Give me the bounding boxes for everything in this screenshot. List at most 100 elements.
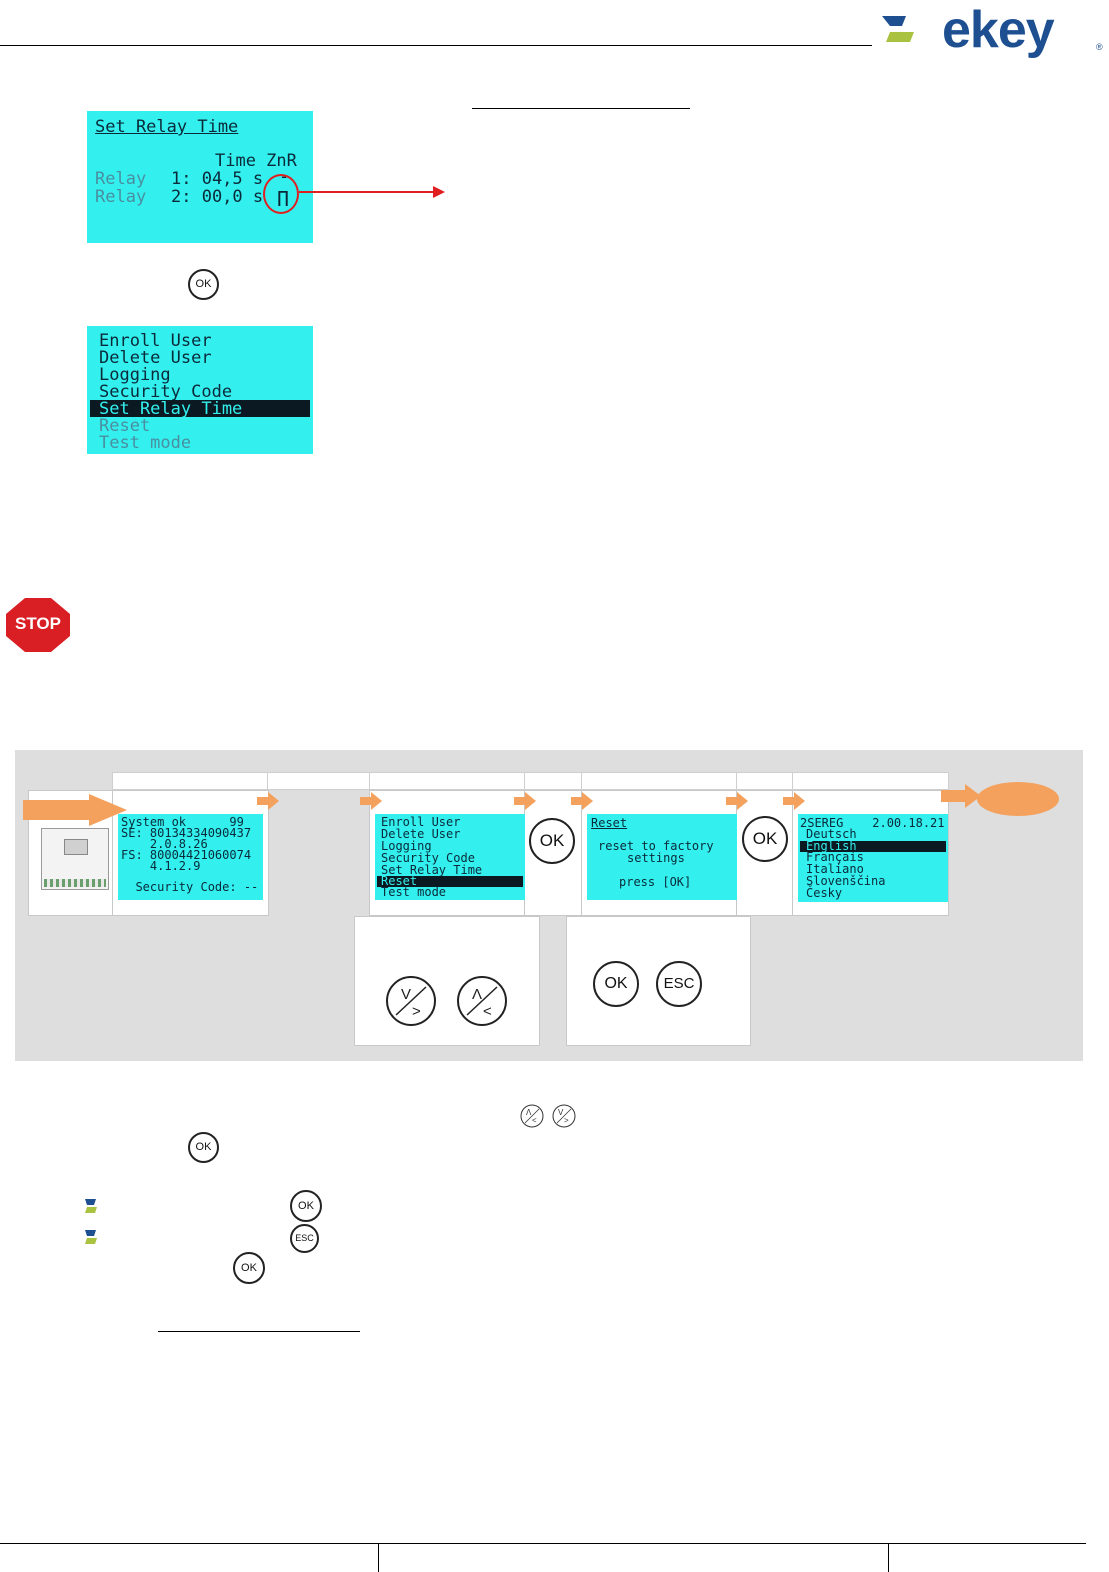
bullet-ekey-icon xyxy=(84,1198,98,1219)
language-item-cesky: Česky xyxy=(806,886,843,900)
lower-ok-key-icon: OK xyxy=(593,961,639,1007)
lcd-relay-title: Set Relay Time xyxy=(95,117,239,137)
bullet-ok-key-2-label: OK xyxy=(241,1262,257,1274)
flow-header-divider xyxy=(792,772,793,790)
language-item-francais: Français xyxy=(806,850,864,864)
flow-menu-item-delete-user: Delete User xyxy=(381,827,461,841)
stop-sign-icon: STOP xyxy=(0,592,76,658)
language-item-english: English xyxy=(806,839,857,853)
svg-text:Λ: Λ xyxy=(526,1108,532,1117)
footer-rule xyxy=(0,1543,1086,1544)
bullet-ok-key-label: OK xyxy=(298,1200,314,1212)
menu-item-set-relay-time-selected: Set Relay Time xyxy=(90,399,310,419)
flow-menu-item-logging: Logging xyxy=(381,839,432,853)
language-item-italiano: Italiano xyxy=(806,862,864,876)
lcd-relay-header: Time ZnR xyxy=(215,151,297,171)
flow-menu-item-enroll-user: Enroll User xyxy=(381,815,461,829)
flow-panel-nav-keys xyxy=(354,916,540,1046)
flow-header-divider xyxy=(267,772,268,790)
flow-menu-item-test-mode: Test mode xyxy=(381,885,447,899)
menu-item-set-relay-time: Set Relay Time xyxy=(99,399,243,419)
flow-end-arrow-icon xyxy=(941,784,981,813)
reset-line-3: press [OK] xyxy=(619,875,692,889)
reset-title: Reset xyxy=(591,816,628,830)
flow-header-divider xyxy=(736,772,737,790)
system-line-2: SE: 80134334090437 xyxy=(121,826,252,840)
device-display-icon xyxy=(64,839,88,855)
flow-arrow-icon xyxy=(257,792,279,815)
inline-ok-key-icon: OK xyxy=(188,1132,219,1163)
lcd-flow-menu: Enroll User Delete User Logging Security… xyxy=(375,814,525,900)
bullet-esc-key-icon: ESC xyxy=(290,1224,319,1253)
lcd-main-menu: Enroll User Delete User Logging Security… xyxy=(87,326,313,454)
menu-item-reset: Reset xyxy=(99,416,151,436)
header-rule xyxy=(0,45,872,46)
flow-header-divider xyxy=(369,772,370,790)
reset-flow-diagram: System ok 99 SE: 80134334090437 2.0.8.26… xyxy=(15,750,1083,1061)
language-header: 2SEREG 2.00.18.21 xyxy=(800,816,945,830)
inline-nav-down-key-icon: V> xyxy=(552,1104,576,1133)
ekey-registered-mark: ® xyxy=(1096,42,1103,52)
svg-text:<: < xyxy=(532,1116,537,1125)
system-line-3: 2.0.8.26 xyxy=(121,837,208,851)
menu-item-enroll-user: Enroll User xyxy=(99,331,212,351)
flow-menu-item-reset-selected: Reset xyxy=(377,874,523,888)
system-line-4: FS: 80004421060074 xyxy=(121,848,252,862)
flow-header-divider xyxy=(581,772,582,790)
lower-esc-key-label: ESC xyxy=(663,975,695,992)
link-underline-bottom xyxy=(158,1331,360,1332)
lower-ok-key-label: OK xyxy=(604,975,628,992)
menu-item-logging: Logging xyxy=(99,365,171,385)
language-item-english-selected: English xyxy=(800,839,946,853)
ok-key-icon: OK xyxy=(188,269,219,300)
flow-arrow-icon xyxy=(514,792,536,815)
link-underline-top xyxy=(472,108,690,109)
footer-divider xyxy=(378,1543,379,1572)
menu-item-security-code: Security Code xyxy=(99,382,233,402)
svg-text:V: V xyxy=(558,1108,564,1117)
lower-esc-key-icon: ESC xyxy=(656,961,702,1007)
system-line-1: System ok 99 xyxy=(121,815,244,829)
flow-arrow-icon xyxy=(726,792,748,815)
bullet-ok-key-icon: OK xyxy=(290,1190,322,1222)
lcd-reset: Reset reset to factory settings press [O… xyxy=(587,814,737,900)
bullet-ok-key-2-icon: OK xyxy=(233,1252,265,1284)
reset-line-1: reset to factory xyxy=(598,839,714,853)
flow-start-arrow-icon xyxy=(23,794,127,826)
flow-ok-key-1-icon: OK xyxy=(529,818,575,864)
flow-ok-key-2-label: OK xyxy=(752,829,778,848)
device-terminal-strip-icon xyxy=(44,879,106,887)
controller-device-image xyxy=(41,828,109,890)
lcd-relay1-value: 1: 04,5 s xyxy=(171,169,264,189)
callout-arrow-line xyxy=(299,191,435,193)
nav-down-key-icon: V > xyxy=(385,975,437,1027)
flow-header-divider xyxy=(524,772,525,790)
language-item-deutsch: Deutsch xyxy=(806,827,857,841)
lcd-relay1-label: Relay xyxy=(95,169,147,189)
flow-arrow-icon xyxy=(571,792,593,815)
svg-text:>: > xyxy=(564,1116,569,1125)
menu-item-test-mode: Test mode xyxy=(99,433,192,453)
bullet-ekey-icon xyxy=(84,1229,98,1250)
bullet-esc-key-label: ESC xyxy=(295,1233,314,1243)
callout-arrow-head xyxy=(433,186,445,198)
flow-end-oval xyxy=(977,782,1059,816)
nav-up-key-icon: Λ < xyxy=(456,975,508,1027)
ok-key-label: OK xyxy=(195,278,212,290)
system-line-5: 4.1.2.9 xyxy=(121,859,201,873)
lcd-system-status: System ok 99 SE: 80134334090437 2.0.8.26… xyxy=(118,814,263,900)
svg-text:<: < xyxy=(483,1003,492,1020)
znr-highlight-circle xyxy=(263,174,299,214)
menu-item-delete-user: Delete User xyxy=(99,348,212,368)
svg-text:Λ: Λ xyxy=(472,986,482,1003)
flow-ok-key-2-icon: OK xyxy=(742,816,788,862)
footer-divider xyxy=(888,1543,889,1572)
system-line-6: Security Code: -- xyxy=(121,880,259,894)
svg-text:>: > xyxy=(412,1003,421,1020)
inline-nav-up-key-icon: Λ< xyxy=(520,1104,544,1133)
lcd-relay2-value: 2: 00,0 s xyxy=(171,187,264,207)
inline-ok-key-label: OK xyxy=(195,1141,212,1153)
flow-menu-item-reset: Reset xyxy=(381,874,418,888)
flow-ok-key-1-label: OK xyxy=(539,831,565,850)
stop-sign-label: STOP xyxy=(15,614,61,633)
